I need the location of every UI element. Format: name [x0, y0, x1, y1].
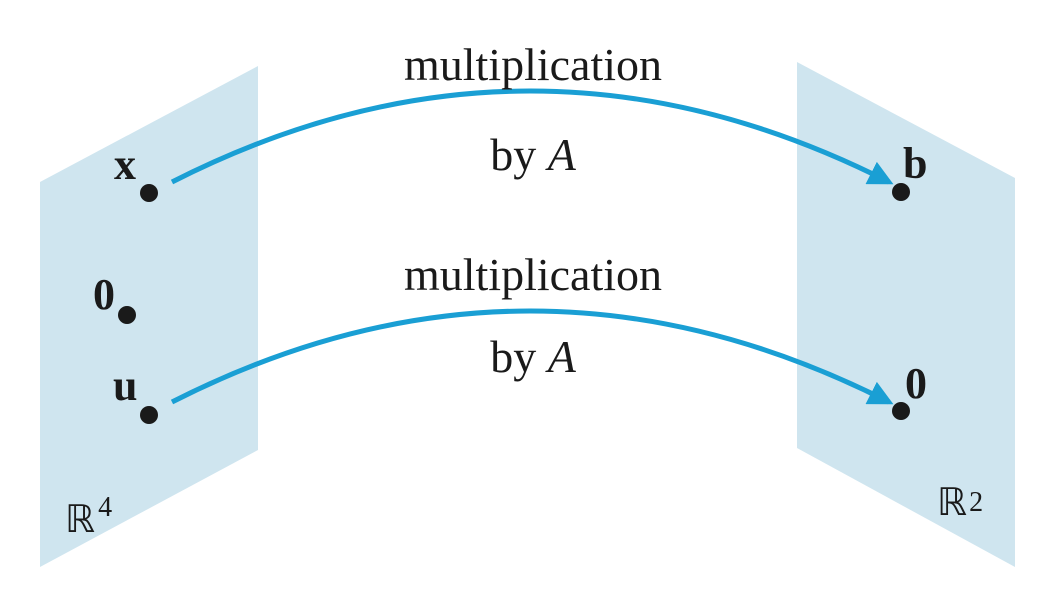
mapping-caption-2-matrix: A: [545, 331, 577, 382]
point-zero-domain: [118, 306, 136, 324]
point-x: [140, 184, 158, 202]
mapping-arrow-x-to-b: [170, 88, 894, 185]
mapping-caption-1-prefix: by: [490, 129, 548, 180]
label-u: u: [113, 361, 137, 410]
domain-plane: [40, 66, 258, 567]
mapping-caption-2-line2: by A: [490, 331, 577, 382]
codomain-space-symbol: ℝ: [937, 480, 967, 524]
label-b: b: [903, 139, 927, 188]
mapping-caption-2-line1: multiplication: [404, 249, 662, 300]
codomain-space-exponent: 2: [969, 487, 983, 518]
mapping-caption-1-line1: multiplication: [404, 39, 662, 90]
domain-space-exponent: 4: [98, 492, 112, 523]
codomain-space-label: ℝ2: [937, 480, 983, 524]
point-b: [892, 183, 910, 201]
label-zero-domain: 0: [93, 270, 115, 319]
codomain-plane: [797, 62, 1015, 567]
mapping-caption-1-matrix: A: [545, 129, 577, 180]
label-x: x: [114, 140, 136, 189]
mapping-caption-2-prefix: by: [490, 331, 548, 382]
domain-space-symbol: ℝ: [65, 497, 95, 541]
mapping-arrow-u-to-zero: [170, 308, 894, 405]
mapping-caption-1-line2: by A: [490, 129, 577, 180]
label-zero-codomain: 0: [905, 359, 927, 408]
point-u: [140, 406, 158, 424]
point-zero-codomain: [892, 402, 910, 420]
